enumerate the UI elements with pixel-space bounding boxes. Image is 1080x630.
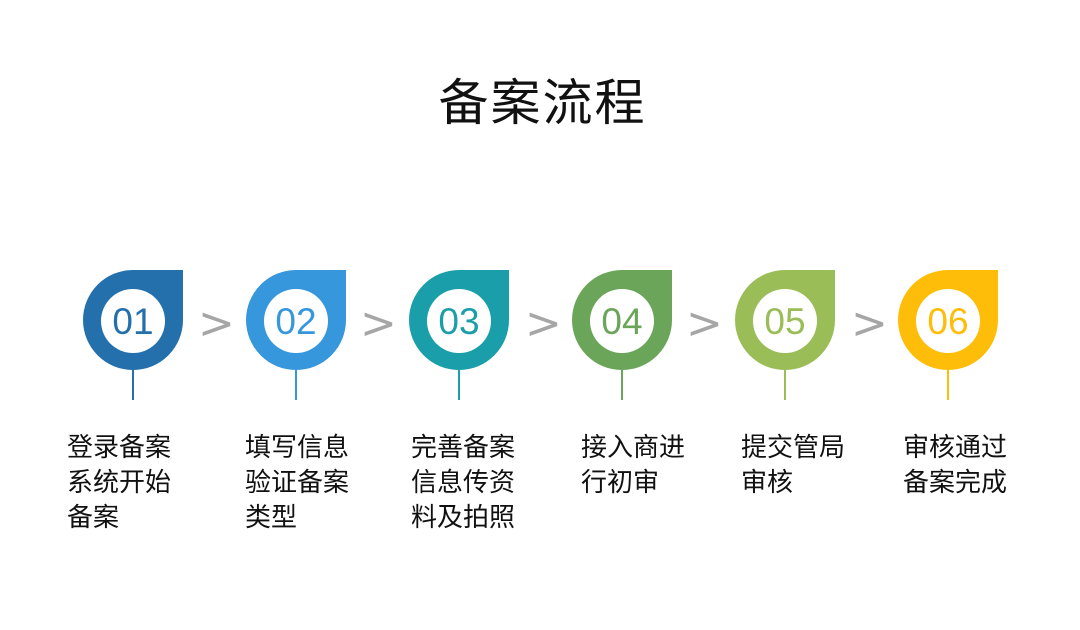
step-number: 03 bbox=[427, 289, 491, 353]
description-line: 审核通过 bbox=[903, 433, 1008, 463]
step-04: 04 bbox=[572, 270, 672, 405]
drop-marker-icon: 01 bbox=[83, 270, 183, 370]
step-number: 06 bbox=[916, 289, 980, 353]
stem-line bbox=[132, 370, 134, 400]
description-line: 完善备案 bbox=[411, 433, 516, 463]
chevron-right-icon: > bbox=[360, 298, 397, 349]
step-number: 02 bbox=[264, 289, 328, 353]
step-02-description: 填写信息 验证备案 类型 bbox=[245, 431, 375, 536]
description-line: 提交管局 bbox=[741, 433, 846, 463]
step-03-description: 完善备案 信息传资 料及拍照 bbox=[411, 431, 541, 536]
drop-marker-icon: 02 bbox=[246, 270, 346, 370]
description-line: 系统开始 bbox=[67, 468, 172, 498]
stem-line bbox=[295, 370, 297, 400]
description-line: 行初审 bbox=[581, 468, 660, 498]
chevron-right-icon: > bbox=[851, 298, 888, 349]
description-line: 验证备案 bbox=[245, 468, 350, 498]
step-01-description: 登录备案 系统开始 备案 bbox=[67, 431, 197, 536]
description-line: 信息传资 bbox=[411, 468, 516, 498]
drop-marker-icon: 04 bbox=[572, 270, 672, 370]
description-line: 接入商进 bbox=[581, 433, 686, 463]
chevron-right-icon: > bbox=[686, 298, 723, 349]
chevron-right-icon: > bbox=[198, 298, 235, 349]
description-line: 类型 bbox=[245, 503, 298, 533]
description-line: 填写信息 bbox=[245, 433, 350, 463]
step-05: 05 bbox=[735, 270, 835, 405]
step-number: 04 bbox=[590, 289, 654, 353]
description-line: 审核 bbox=[741, 468, 794, 498]
description-line: 登录备案 bbox=[67, 433, 172, 463]
step-03: 03 bbox=[409, 270, 509, 405]
step-02: 02 bbox=[246, 270, 346, 405]
chevron-right-icon: > bbox=[525, 298, 562, 349]
step-05-description: 提交管局 审核 bbox=[741, 431, 871, 501]
stem-line bbox=[458, 370, 460, 400]
step-04-description: 接入商进 行初审 bbox=[581, 431, 711, 501]
drop-marker-icon: 03 bbox=[409, 270, 509, 370]
stem-line bbox=[784, 370, 786, 400]
step-01: 01 bbox=[83, 270, 183, 405]
step-number: 01 bbox=[101, 289, 165, 353]
description-line: 备案完成 bbox=[903, 468, 1008, 498]
stem-line bbox=[621, 370, 623, 400]
drop-marker-icon: 06 bbox=[898, 270, 998, 370]
description-line: 料及拍照 bbox=[411, 503, 516, 533]
step-number: 05 bbox=[753, 289, 817, 353]
description-line: 备案 bbox=[67, 503, 120, 533]
step-06-description: 审核通过 备案完成 bbox=[903, 431, 1033, 501]
step-06: 06 bbox=[898, 270, 998, 405]
page-title: 备案流程 bbox=[438, 74, 647, 132]
drop-marker-icon: 05 bbox=[735, 270, 835, 370]
stem-line bbox=[947, 370, 949, 400]
